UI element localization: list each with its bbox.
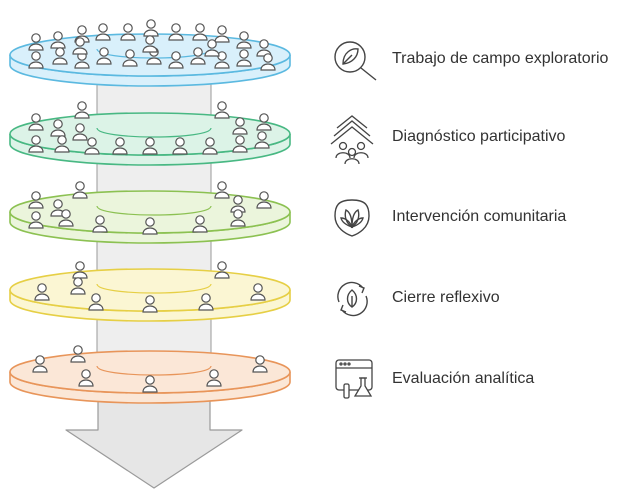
stage-label-4: Cierre reflexivo <box>392 289 500 306</box>
leaf-badge-icon <box>334 199 370 237</box>
person-icon <box>230 209 246 227</box>
person-icon <box>72 261 88 279</box>
person-icon <box>232 135 248 153</box>
person-icon <box>192 215 208 233</box>
person-icon <box>92 215 108 233</box>
person-icon <box>214 51 230 69</box>
person-icon <box>142 375 158 393</box>
person-icon <box>50 31 66 49</box>
person-icon <box>254 131 270 149</box>
person-icon <box>72 37 88 55</box>
person-icon <box>214 181 230 199</box>
person-icon <box>198 293 214 311</box>
person-icon <box>84 137 100 155</box>
person-icon <box>202 137 218 155</box>
stage-disc-5 <box>9 345 291 404</box>
community-tree-icon <box>330 115 374 165</box>
person-icon <box>230 195 246 213</box>
person-icon <box>28 135 44 153</box>
person-icon <box>206 369 222 387</box>
person-icon <box>72 181 88 199</box>
person-icon <box>256 191 272 209</box>
person-icon <box>28 33 44 51</box>
cycle-leaf-icon <box>337 281 368 317</box>
person-icon <box>214 101 230 119</box>
person-icon <box>52 47 68 65</box>
person-icon <box>142 137 158 155</box>
person-icon <box>54 135 70 153</box>
person-icon <box>252 355 268 373</box>
person-icon <box>168 23 184 41</box>
person-icon <box>232 117 248 135</box>
lab-browser-icon <box>335 359 373 399</box>
person-icon <box>72 123 88 141</box>
person-icon <box>190 47 206 65</box>
person-icon <box>260 53 276 71</box>
stage-label-2: Diagnóstico participativo <box>392 128 566 145</box>
person-icon <box>172 137 188 155</box>
down-arrow <box>65 391 243 489</box>
person-icon <box>28 51 44 69</box>
stage-disc-1 <box>9 19 291 87</box>
stage-disc-4 <box>9 261 291 322</box>
person-icon <box>214 261 230 279</box>
person-icon <box>236 31 252 49</box>
person-icon <box>236 49 252 67</box>
person-icon <box>112 137 128 155</box>
person-icon <box>143 19 159 37</box>
person-icon <box>250 283 266 301</box>
stage-label-3: Intervención comunitaria <box>392 208 567 225</box>
person-icon <box>120 23 136 41</box>
stage-label-1: Trabajo de campo exploratorio <box>392 50 609 67</box>
person-icon <box>96 47 112 65</box>
person-icon <box>204 39 220 57</box>
person-icon <box>78 369 94 387</box>
person-icon <box>58 209 74 227</box>
search-leaf-icon <box>334 41 377 81</box>
stage-disc-3 <box>9 181 291 244</box>
person-icon <box>142 35 158 53</box>
person-icon <box>192 23 208 41</box>
person-icon <box>122 49 138 67</box>
person-icon <box>32 355 48 373</box>
person-icon <box>142 295 158 313</box>
person-icon <box>168 51 184 69</box>
person-icon <box>50 119 66 137</box>
person-icon <box>34 283 50 301</box>
stage-disc-2 <box>9 101 291 166</box>
person-icon <box>142 217 158 235</box>
person-icon <box>70 277 86 295</box>
person-icon <box>214 25 230 43</box>
person-icon <box>28 211 44 229</box>
person-icon <box>28 113 44 131</box>
person-icon <box>70 345 86 363</box>
person-icon <box>28 191 44 209</box>
person-icon <box>256 113 272 131</box>
stage-label-5: Evaluación analítica <box>392 370 535 387</box>
person-icon <box>74 101 90 119</box>
person-icon <box>95 23 111 41</box>
person-icon <box>88 293 104 311</box>
